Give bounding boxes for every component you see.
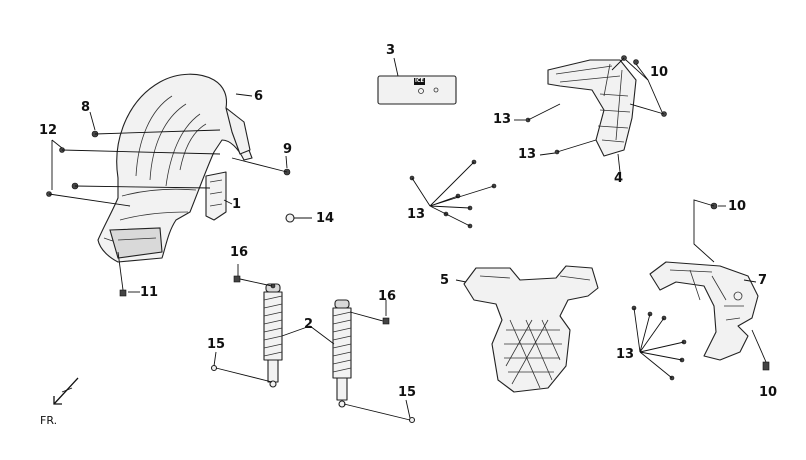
callout-1: 1	[232, 197, 242, 212]
callout-5: 5	[440, 273, 450, 288]
front-indicator-label: FR.	[40, 414, 58, 427]
callout-14: 14	[316, 211, 335, 226]
cover-screw-group	[631, 305, 687, 381]
callout-13-mid: 13	[518, 147, 537, 162]
callout-16-left: 16	[230, 245, 249, 260]
rack-part-4	[525, 55, 667, 157]
callout-13-left: 13	[407, 207, 426, 222]
callout-2: 2	[304, 317, 314, 332]
screw-part-14	[285, 213, 312, 223]
callout-12: 12	[39, 123, 58, 138]
callout-leaders	[51, 57, 757, 419]
fender-bracket-part	[205, 171, 227, 221]
front-direction-arrow-icon	[53, 377, 79, 405]
fender-fastener-lines	[48, 129, 288, 291]
callout-15-right: 15	[398, 385, 417, 400]
carrier-leader	[455, 279, 467, 283]
left-shock-absorber	[263, 283, 283, 388]
right-shock-absorber	[332, 299, 352, 408]
carrier-part-5	[463, 265, 599, 393]
callout-4: 4	[614, 171, 624, 186]
callout-7: 7	[758, 273, 768, 288]
cover-part-7	[649, 199, 770, 371]
callout-3: 3	[386, 43, 396, 58]
callout-10-right: 10	[728, 199, 747, 214]
callout-13-lower: 13	[616, 347, 635, 362]
callout-9: 9	[283, 142, 293, 157]
rack-callout-lines	[514, 59, 663, 173]
plate-part-3	[377, 75, 457, 105]
plate-marking: ICE	[414, 78, 425, 85]
callout-6: 6	[254, 89, 264, 104]
callout-8: 8	[81, 100, 91, 115]
callout-11: 11	[140, 285, 159, 300]
screw-group-13	[409, 159, 497, 229]
callout-13-upper: 13	[493, 112, 512, 127]
callout-15-left: 15	[207, 337, 226, 352]
callout-10-bottom: 10	[759, 385, 778, 400]
rear-fender-part	[97, 73, 253, 263]
callout-16-right: 16	[378, 289, 397, 304]
callout-10-top: 10	[650, 65, 669, 80]
